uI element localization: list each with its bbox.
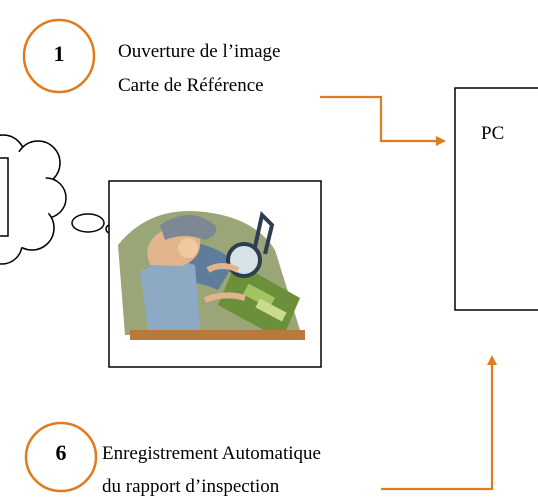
step-1-label-line-1: Ouverture de l’image bbox=[118, 41, 281, 62]
step-6-label-line-1: Enregistrement Automatique bbox=[102, 443, 321, 464]
step-1-number: 1 bbox=[53, 41, 65, 66]
arrow-image-to-pc bbox=[320, 95, 446, 146]
step-6-circle bbox=[24, 421, 98, 493]
step-1-label-line-2: Carte de Référence bbox=[118, 75, 264, 96]
thought-bubble-large bbox=[71, 213, 105, 233]
step-6-number: 6 bbox=[55, 440, 67, 465]
step-6-label-line-2: du rapport d’inspection bbox=[102, 476, 280, 497]
thought-cloud-frame bbox=[0, 157, 9, 237]
inspector-with-magnifier-icon bbox=[118, 210, 305, 340]
pc-label: PC bbox=[481, 123, 505, 144]
step-1-circle bbox=[22, 18, 96, 94]
pc-box bbox=[454, 87, 538, 311]
thought-cloud bbox=[0, 134, 67, 265]
arrow-pc-to-report bbox=[381, 355, 497, 491]
